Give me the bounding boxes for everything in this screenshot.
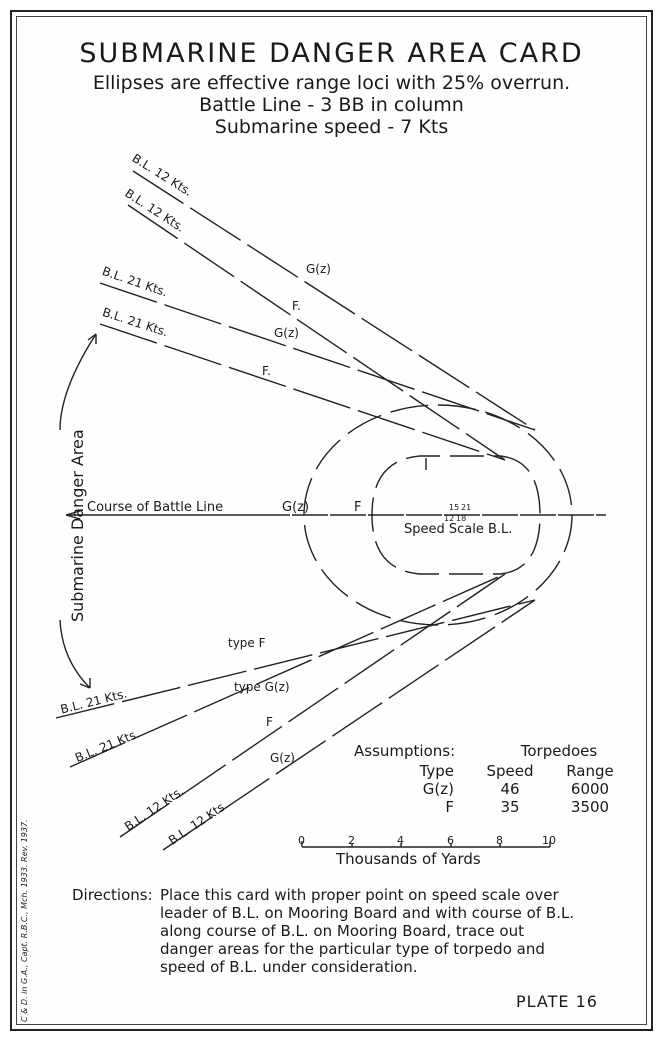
side-arc-lower bbox=[59, 619, 91, 689]
directions-line-3: along course of B.L. on Mooring Board, t… bbox=[160, 922, 524, 940]
speed-tick-15: 15 bbox=[449, 503, 460, 512]
row-range: 6000 bbox=[570, 780, 610, 798]
upper-line-1 bbox=[132, 170, 536, 431]
inner-ellipse-f bbox=[371, 455, 541, 575]
assumptions-table: Assumptions: Torpedoes Type Speed Range … bbox=[354, 742, 630, 816]
directions-heading: Directions: bbox=[72, 886, 153, 904]
card-title: SUBMARINE DANGER AREA CARD bbox=[79, 38, 584, 69]
mark-lower-3: F bbox=[266, 715, 273, 729]
subtitle-line-3: Submarine speed - 7 Kts bbox=[214, 116, 449, 138]
scale-label: Thousands of Yards bbox=[336, 850, 481, 868]
col-type: Type bbox=[419, 762, 454, 780]
mark-lower-4: G(z) bbox=[270, 751, 295, 765]
mark-lower-1: type F bbox=[228, 636, 266, 650]
plate-number: PLATE 16 bbox=[516, 992, 598, 1011]
mark-upper-3: G(z) bbox=[274, 326, 299, 340]
speed-scale-label: Speed Scale B.L. bbox=[404, 522, 513, 537]
lower-line-2 bbox=[69, 573, 506, 768]
lower-line-4 bbox=[162, 599, 536, 851]
directions-body: Place this card with proper point on spe… bbox=[160, 886, 640, 976]
card-border bbox=[10, 10, 653, 1031]
speed-tick-21: 21 bbox=[461, 503, 472, 512]
directions-line-5: speed of B.L. under consideration. bbox=[160, 958, 418, 976]
scale-tick-2: 2 bbox=[348, 834, 355, 847]
col-speed: Speed bbox=[486, 762, 534, 780]
mark-upper-2: F. bbox=[292, 299, 301, 313]
row-type: F bbox=[445, 798, 454, 816]
course-arrow bbox=[65, 510, 81, 520]
row-type: G(z) bbox=[422, 780, 454, 798]
mark-upper-1: G(z) bbox=[306, 262, 331, 276]
subtitle-line-1: Ellipses are effective range loci with 2… bbox=[92, 72, 571, 94]
upper-line-2 bbox=[127, 204, 506, 461]
upper-line-3 bbox=[99, 282, 536, 431]
speed-tick-18: 18 bbox=[456, 514, 467, 523]
scale-tick-10: 10 bbox=[542, 834, 556, 847]
scale-tick-4: 4 bbox=[397, 834, 404, 847]
row-speed: 46 bbox=[500, 780, 520, 798]
scale-tick-8: 8 bbox=[496, 834, 503, 847]
course-label: Course of Battle Line bbox=[87, 500, 224, 515]
directions-line-1: Place this card with proper point on spe… bbox=[160, 886, 559, 904]
scale-tick-0: 0 bbox=[298, 834, 305, 847]
speed-tick-12: 12 bbox=[444, 514, 455, 523]
torpedoes-heading: Torpedoes bbox=[520, 742, 598, 760]
assumptions-heading: Assumptions: bbox=[354, 742, 456, 760]
side-arrow-down bbox=[79, 678, 91, 689]
scale-ticks bbox=[301, 841, 551, 847]
credit-line: C & D. in G.A., Capt. R.B.C., Mch. 1933.… bbox=[20, 819, 29, 1022]
mark-lower-2: type G(z) bbox=[234, 680, 290, 694]
card-inner-border bbox=[16, 16, 647, 1025]
row-speed: 35 bbox=[500, 798, 520, 816]
directions-line-2: leader of B.L. on Mooring Board and with… bbox=[160, 904, 575, 922]
row-range: 3500 bbox=[570, 798, 610, 816]
side-arrow-up bbox=[87, 333, 97, 344]
upper-line-4 bbox=[99, 323, 506, 461]
ellipse-label-gz: G(z) bbox=[282, 500, 310, 515]
scale-tick-6: 6 bbox=[447, 834, 454, 847]
lower-line-3 bbox=[119, 573, 506, 838]
mark-upper-4: F. bbox=[262, 364, 271, 378]
side-arc-upper bbox=[59, 333, 97, 431]
table-row: F 35 3500 bbox=[374, 798, 630, 816]
subtitle-line-2: Battle Line - 3 BB in column bbox=[199, 94, 464, 116]
ellipse-label-f: F bbox=[354, 500, 362, 515]
directions-line-4: danger areas for the particular type of … bbox=[160, 940, 545, 958]
lower-line-1 bbox=[55, 599, 536, 719]
side-label: Submarine Danger Area bbox=[68, 429, 87, 622]
table-row: G(z) 46 6000 bbox=[374, 780, 630, 798]
col-range: Range bbox=[566, 762, 614, 780]
